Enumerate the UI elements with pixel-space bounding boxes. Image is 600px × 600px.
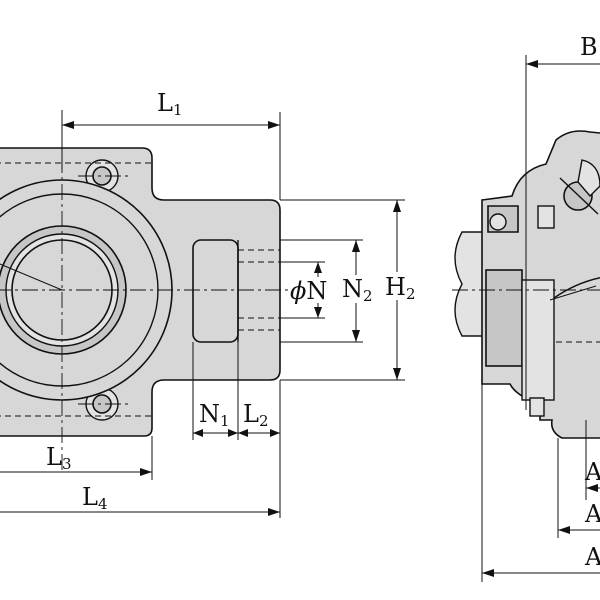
inner-ring-section <box>485 269 523 367</box>
svg-text:L2: L2 <box>243 400 268 430</box>
dimension-l2: L2 <box>238 380 281 518</box>
l4-label-main: L <box>82 483 98 511</box>
dimension-n2: N2 <box>280 239 377 343</box>
l2-label-main: L <box>243 400 259 428</box>
svg-text:N2: N2 <box>342 275 373 305</box>
n1-label-main: N <box>199 400 220 428</box>
b-label: B <box>580 33 598 61</box>
set-screw-upper <box>489 213 507 231</box>
n1-label-sub: 1 <box>220 412 230 430</box>
dimension-b: B <box>525 32 600 410</box>
phi-n-symbol: ϕ <box>290 277 306 305</box>
svg-text:L3: L3 <box>46 443 71 473</box>
dimension-a-lower: A <box>481 384 600 582</box>
l2-label-sub: 2 <box>259 412 269 430</box>
radius-leader <box>0 263 63 291</box>
svg-text:N1: N1 <box>199 400 230 430</box>
set-screw-lower <box>529 397 545 417</box>
a-upper-label: A <box>584 458 600 486</box>
retainer <box>577 159 600 198</box>
front-view <box>0 130 295 470</box>
dimension-a-middle: A <box>557 438 600 538</box>
phi-n-label-main: N <box>306 277 327 305</box>
dimension-phi-n: ϕN <box>280 261 329 319</box>
outer-race-curve <box>553 277 600 299</box>
take-up-slot <box>192 239 239 343</box>
dimension-l3: L3 <box>0 436 153 480</box>
h2-label-sub: 2 <box>406 285 416 303</box>
grease-fitting <box>537 205 555 229</box>
l1-label-main: L <box>157 89 173 117</box>
dimension-a-upper: A <box>584 420 600 500</box>
bore-radius-leader <box>549 285 597 301</box>
a-lower-label: A <box>584 543 600 571</box>
n2-label-sub: 2 <box>363 287 373 305</box>
svg-text:H2: H2 <box>385 273 415 303</box>
l1-label-sub: 1 <box>173 101 183 119</box>
l4-label-sub: 4 <box>98 495 108 513</box>
a-middle-label: A <box>584 500 600 528</box>
n2-label-main: N <box>342 275 363 303</box>
dimension-h2: H2 <box>280 199 419 381</box>
collar-section <box>521 279 555 401</box>
side-view <box>452 130 600 439</box>
h2-label-main: H <box>385 273 406 301</box>
dimension-n1: N1 <box>192 342 239 440</box>
l3-label-main: L <box>46 443 62 471</box>
svg-text:L4: L4 <box>82 483 107 513</box>
cage-section <box>559 177 599 215</box>
l3-label-sub: 3 <box>62 455 72 473</box>
svg-text:L1: L1 <box>157 89 182 119</box>
svg-text:ϕN: ϕN <box>290 277 327 305</box>
dimension-l1: L1 <box>61 89 281 200</box>
dimension-l4: L4 <box>0 483 280 516</box>
